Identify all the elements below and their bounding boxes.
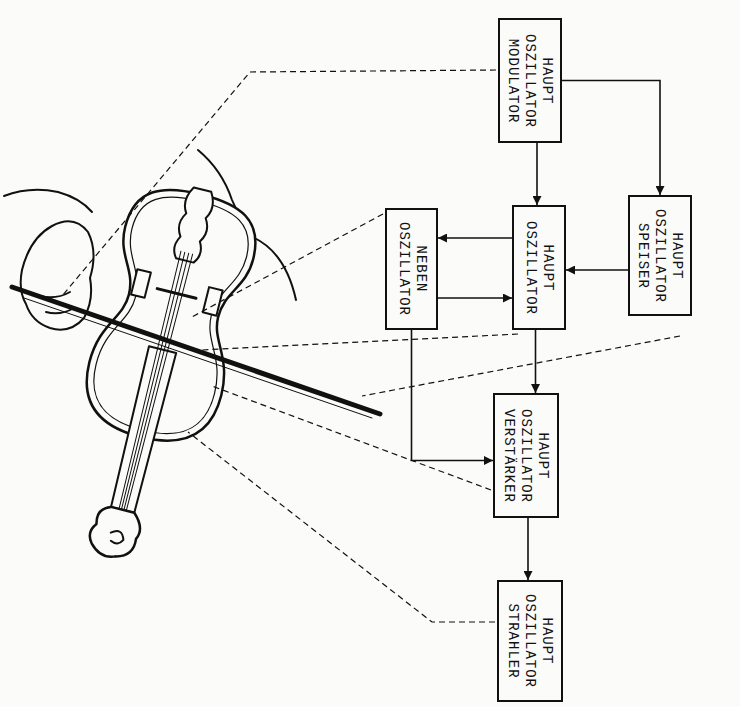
violin-string	[120, 253, 189, 525]
rotated-label: HAUPT OSZILLATOR	[522, 212, 556, 323]
amplifier-box: HAUPT OSZILLATOR VERSTÄRKER	[493, 393, 559, 518]
signal-arrow	[438, 297, 512, 299]
leader-line	[212, 386, 491, 490]
leader-line	[362, 336, 680, 396]
signal-arrow	[536, 143, 538, 205]
box-label: HAUPT OSZILLATOR MODULATOR	[505, 25, 555, 136]
box-label: HAUPT OSZILLATOR	[522, 212, 556, 323]
player-outline	[250, 236, 296, 300]
bow-hair	[24, 298, 372, 418]
oscillator-box: HAUPT OSZILLATOR	[512, 205, 566, 330]
signal-arrow	[562, 81, 660, 196]
signal-arrow	[566, 269, 628, 271]
rotated-label: HAUPT OSZILLATOR VERSTÄRKER	[501, 400, 551, 511]
signal-arrow	[527, 518, 529, 580]
radiator-box: HAUPT OSZILLATOR STRAHLER	[497, 580, 563, 702]
violin	[45, 173, 269, 574]
leader-line	[190, 214, 383, 318]
signal-arrow	[535, 330, 537, 393]
violin-string	[123, 254, 193, 526]
rotated-label: HAUPT OSZILLATOR STRAHLER	[505, 587, 555, 695]
rotated-label: HAUPT OSZILLATOR SPEISER	[635, 202, 685, 309]
box-label: HAUPT OSZILLATOR SPEISER	[635, 202, 685, 309]
signal-arrow	[412, 330, 494, 461]
rotated-label: NEBEN OSZILLATOR	[395, 215, 429, 323]
box-label: HAUPT OSZILLATOR VERSTÄRKER	[501, 400, 551, 511]
leader-line	[202, 334, 518, 350]
feeder-box: HAUPT OSZILLATOR SPEISER	[628, 195, 692, 316]
rotated-label: HAUPT OSZILLATOR MODULATOR	[505, 25, 555, 136]
box-label: NEBEN OSZILLATOR	[395, 215, 429, 323]
sub-oscillator-box: NEBEN OSZILLATOR	[385, 208, 438, 330]
bow-stick	[12, 287, 380, 414]
violin-string	[117, 252, 186, 524]
signal-arrow	[438, 237, 512, 239]
violin-string	[113, 251, 183, 523]
modulator-box: HAUPT OSZILLATOR MODULATOR	[498, 18, 562, 143]
player-outline	[4, 190, 92, 212]
box-label: HAUPT OSZILLATOR STRAHLER	[505, 587, 555, 695]
